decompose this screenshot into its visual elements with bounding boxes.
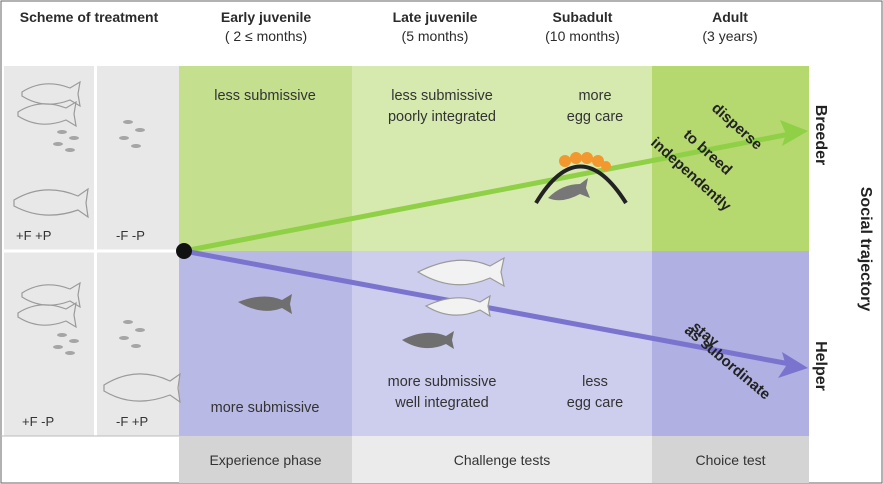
early-juvenile-fish-icon bbox=[238, 294, 292, 314]
helper-early-cell bbox=[179, 251, 352, 436]
helper-late-text: more submissive well integrated bbox=[362, 372, 522, 414]
helper-late-line-1: more submissive bbox=[387, 374, 497, 390]
header-late-title: Late juvenile bbox=[392, 9, 478, 25]
header-adult-sub: (3 years) bbox=[702, 28, 758, 44]
treatment-bottom-right: -F +P bbox=[116, 414, 149, 429]
breeder-late-line-2: poorly integrated bbox=[387, 109, 496, 125]
large-fish-icon bbox=[416, 256, 505, 288]
breeder-early-text: less submissive bbox=[214, 88, 316, 104]
breeder-late-line-1: less submissive bbox=[391, 88, 493, 104]
header-late-sub: (5 months) bbox=[401, 28, 469, 44]
side-label-social-trajectory: Social trajectory bbox=[857, 186, 874, 312]
header-scheme-wrap bbox=[14, 8, 164, 56]
treatment-bottom-left: +F -P bbox=[22, 414, 55, 429]
breeder-subadult-line-2: egg care bbox=[566, 109, 624, 125]
treatment-top-right: -F -P bbox=[116, 228, 145, 243]
medium-fish-icon bbox=[424, 294, 491, 318]
scheme-small-fish-icons bbox=[53, 120, 145, 355]
helper-late-line-2: well integrated bbox=[395, 395, 489, 411]
header-subadult: Subadult (10 months) bbox=[520, 8, 645, 46]
phase-challenge-bg bbox=[352, 436, 652, 483]
scheme-fish-icons bbox=[13, 80, 181, 404]
breeder-subadult-text: more egg care bbox=[545, 86, 645, 128]
header-early-sub: ( 2 ≤ months) bbox=[224, 28, 308, 44]
egg-clutch-icon bbox=[559, 152, 611, 171]
phase-experience: Experience phase bbox=[209, 451, 322, 468]
phase-experience-bg bbox=[179, 436, 352, 483]
brooding-fish-icon bbox=[548, 178, 590, 201]
outcome-helper-label: Helper bbox=[812, 341, 829, 391]
breeder-subadult-line-1: more bbox=[578, 88, 612, 104]
header-scheme: Scheme of treatment bbox=[14, 8, 164, 27]
header-late-juvenile: Late juvenile (5 months) bbox=[360, 8, 510, 46]
breeder-adult-cell bbox=[652, 66, 809, 251]
header-early-title: Early juvenile bbox=[220, 9, 312, 25]
helper-subadult-line-2: egg care bbox=[566, 395, 624, 411]
header-adult: Adult (3 years) bbox=[660, 8, 800, 46]
small-dark-fish-icon bbox=[402, 331, 454, 349]
breeder-arrow-head bbox=[780, 120, 808, 146]
header-subadult-title: Subadult bbox=[552, 9, 613, 25]
phase-choice: Choice test bbox=[695, 451, 766, 468]
helper-arrow-head bbox=[778, 352, 808, 378]
breeder-early-cell bbox=[179, 66, 352, 251]
header-early-juvenile: Early juvenile ( 2 ≤ months) bbox=[188, 8, 344, 46]
breeder-arrow-line bbox=[183, 131, 791, 254]
header-scheme-title: Scheme of treatment bbox=[19, 9, 159, 25]
treatment-top-left: +F +P bbox=[16, 228, 52, 243]
origin-dot bbox=[176, 243, 192, 259]
phase-challenge: Challenge tests bbox=[453, 451, 551, 468]
egg-care-arc bbox=[534, 164, 628, 205]
phase-choice-bg bbox=[652, 436, 809, 483]
header-subadult-sub: (10 months) bbox=[545, 28, 620, 44]
header-adult-title: Adult bbox=[712, 9, 748, 25]
outcome-breeder-label: Breeder bbox=[812, 104, 829, 166]
helper-subadult-text: less egg care bbox=[545, 372, 645, 414]
breeder-late-text: less submissive poorly integrated bbox=[362, 86, 522, 128]
helper-early-text: more submissive bbox=[210, 400, 320, 416]
helper-subadult-line-1: less bbox=[582, 374, 608, 390]
